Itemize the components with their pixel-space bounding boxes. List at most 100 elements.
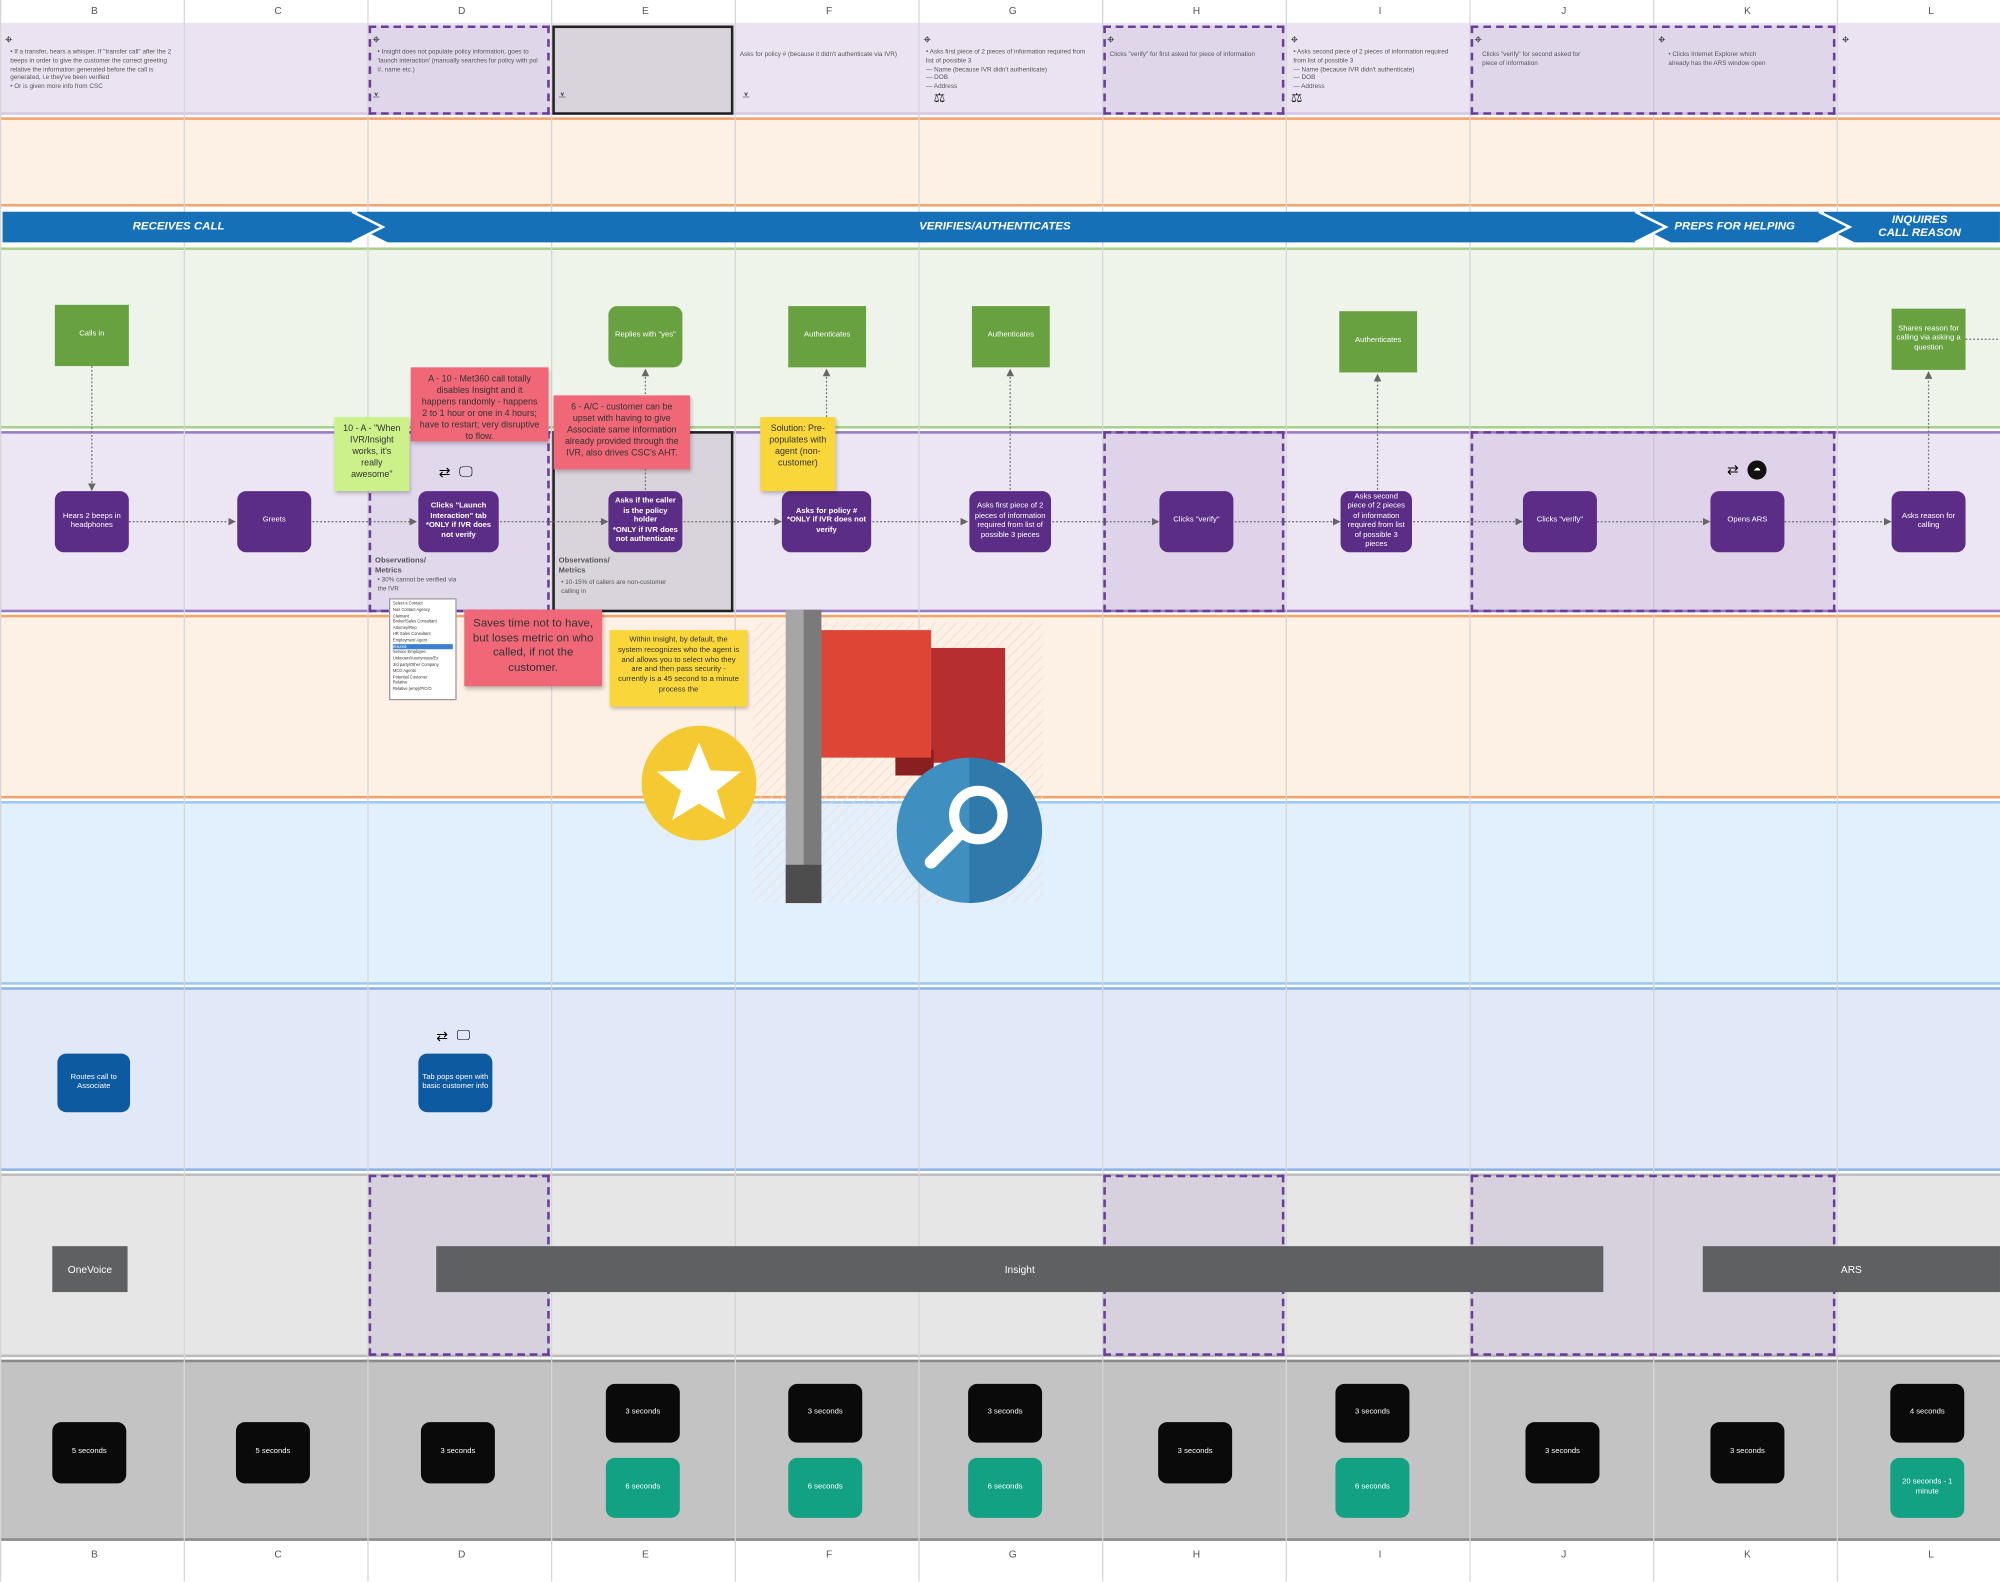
time-g-top: 3 seconds (968, 1383, 1043, 1443)
column-header-f: F (825, 5, 833, 17)
column-footer-g: G (1008, 1548, 1017, 1560)
associate-step-opens-ars: Opens ARS (1710, 491, 1785, 553)
highlight-d-top (368, 25, 550, 115)
column-footer-l: L (1928, 1548, 1934, 1560)
handshake-icon: ⩡ (372, 89, 380, 104)
column-footer-i: I (1378, 1548, 1382, 1560)
column-footer-d: D (458, 1548, 466, 1560)
associate-step-asks-second-piece: Asks second piece of 2 pieces of informa… (1340, 491, 1412, 553)
column-footer-k: K (1744, 1548, 1751, 1560)
quote-sticky-ivr-awesome: 10 - A - "When IVR/Insight works, it's r… (334, 417, 410, 492)
touchpoint-note-f: Asks for policy # (because it didn't aut… (739, 51, 897, 59)
customer-step-calls-in: Calls in (54, 304, 129, 367)
solution-sticky-prepopulates: Solution: Pre-populates with agent (non-… (760, 417, 836, 492)
associate-step-hears-beeps: Hears 2 beeps in headphones (54, 491, 129, 553)
transfer-arrows-icon: ⇄ (436, 1029, 448, 1045)
time-l-bottom: 20 seconds - 1 minute (1890, 1457, 1965, 1518)
magnifier-icon (896, 757, 1043, 904)
time-j: 3 seconds (1525, 1422, 1600, 1484)
column-header-l: L (1928, 5, 1934, 17)
touchpoint-note-d: • Insight does not populate policy infor… (377, 48, 538, 74)
column-footer-c: C (274, 1548, 282, 1560)
associate-step-launch-interaction: Clicks "Launch Interaction" tab *ONLY if… (418, 491, 499, 553)
system-insight: Insight (436, 1246, 1604, 1293)
lane-emotions (0, 117, 2000, 207)
dropdown-option: Claimant (392, 612, 409, 619)
transfer-arrows-icon: ⇄ (1727, 463, 1739, 479)
column-footer-h: H (1192, 1548, 1201, 1560)
dropdown-option: MCO Agents (392, 668, 416, 674)
time-h: 3 seconds (1158, 1422, 1233, 1484)
map-pin-icon: ⌖ (1841, 33, 1850, 48)
phase-banner (2, 210, 2000, 244)
star-badge-icon (641, 725, 757, 841)
observations-label-e: Observations/ Metrics (558, 557, 610, 576)
system-step-routes-call: Routes call to Associate (57, 1053, 131, 1113)
map-pin-icon: ⌖ (1290, 33, 1299, 48)
highlight-jk-top (1470, 25, 1836, 115)
dropdown-option: Service Employee (392, 649, 426, 655)
pain-sticky-saves-time: Saves time not to have, but loses metric… (464, 609, 603, 687)
monitor-icon: 🖵 (459, 464, 473, 480)
highlight-e-top (552, 25, 734, 115)
column-header-g: G (1008, 5, 1017, 17)
monitor-icon: 🖵 (456, 1028, 471, 1044)
associate-step-clicks-verify-2: Clicks "verify" (1522, 491, 1597, 553)
associate-step-asks-reason: Asks reason for calling (1891, 491, 1966, 553)
phase-receives-call: RECEIVES CALL (132, 219, 225, 233)
touchpoint-note-k: • Clicks Internet Explorer which already… (1668, 51, 1766, 68)
associate-step-greets: Greets (237, 491, 312, 553)
dropdown-option: Select a Contact (392, 600, 423, 606)
observations-label-d: Observations/ Metrics (374, 557, 427, 576)
solution-sticky-within-insight: Within Insight, by default, the system r… (609, 630, 748, 707)
customer-step-authenticates-3: Authenticates (1339, 311, 1418, 373)
phase-preps-for-helping: PREPS FOR HELPING (1674, 219, 1795, 233)
associate-step-asks-policy-holder: Asks if the caller is the policy holder … (608, 491, 683, 553)
time-i-top: 3 seconds (1335, 1383, 1410, 1443)
time-f-top: 3 seconds (788, 1383, 863, 1443)
map-pin-icon: ⌖ (5, 33, 13, 48)
observations-text-e: • 10-15% of callers are non-customer cal… (561, 579, 667, 596)
dropdown-option: HR Sales Consultant (392, 631, 431, 637)
scales-icon: ⚖ (1290, 91, 1303, 106)
column-footer-b: B (90, 1548, 98, 1560)
map-pin-icon: ⌖ (1474, 33, 1482, 48)
scales-icon: ⚖ (933, 91, 946, 106)
column-header-j: J (1561, 5, 1567, 17)
map-pin-icon: ⌖ (1107, 33, 1115, 48)
touchpoint-note-g: • Asks first piece of 2 pieces of inform… (926, 48, 1086, 91)
column-header-b: B (90, 5, 98, 17)
time-f-bottom: 6 seconds (788, 1457, 863, 1518)
time-b: 5 seconds (52, 1422, 127, 1484)
time-d: 3 seconds (420, 1422, 495, 1484)
observations-text-d: • 30% cannot be verified via the IVR (377, 576, 457, 593)
phase-inquires-call-reason: INQUIRES CALL REASON (1878, 213, 1961, 239)
time-l-top: 4 seconds (1890, 1383, 1965, 1443)
column-header-k: K (1744, 5, 1751, 17)
touchpoint-note-b: • If a transfer, hears a whisper. If "tr… (10, 48, 172, 91)
time-c: 5 seconds (235, 1422, 310, 1484)
time-k: 3 seconds (1710, 1422, 1785, 1484)
dropdown-option: Insured (392, 643, 453, 650)
touchpoint-note-i: • Asks second piece of 2 pieces of infor… (1293, 48, 1449, 91)
time-e-bottom: 6 seconds (605, 1457, 680, 1518)
dropdown-option: Employment Agent (392, 637, 427, 643)
column-header-e: E (641, 5, 649, 17)
customer-step-shares-reason: Shares reason for calling via asking a q… (1891, 308, 1966, 370)
touchpoint-note-j: Clicks "verify" for second asked for pie… (1482, 51, 1581, 68)
column-footer-j: J (1561, 1548, 1567, 1560)
lane-touchpoints (0, 22, 2000, 115)
handshake-icon: ⩡ (558, 89, 566, 104)
customer-step-authenticates-2: Authenticates (971, 306, 1050, 368)
column-footer-e: E (641, 1548, 649, 1560)
system-ars: ARS (1702, 1246, 2000, 1293)
system-step-tab-pops: Tab pops open with basic customer info (418, 1053, 493, 1113)
column-header-h: H (1192, 5, 1201, 17)
dropdown-option: Potential Customer (392, 674, 428, 680)
pain-sticky-met360: A - 10 - Met360 call totally disables In… (410, 367, 549, 442)
highlight-h-top (1103, 25, 1285, 115)
time-i-bottom: 6 seconds (1335, 1457, 1410, 1518)
map-pin-icon: ⌖ (372, 33, 380, 48)
